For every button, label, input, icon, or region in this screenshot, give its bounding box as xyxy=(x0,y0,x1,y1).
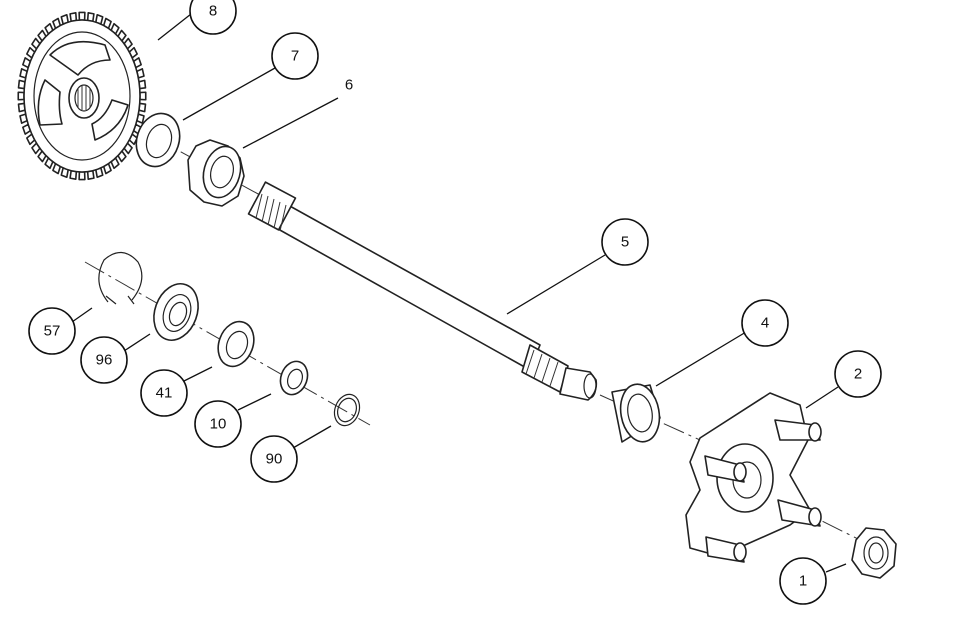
gear-tooth xyxy=(78,11,86,21)
seal-part-96 xyxy=(153,283,199,341)
snap-ring-part-57 xyxy=(98,251,143,305)
callout-label: 8 xyxy=(209,3,217,20)
callout-label: 57 xyxy=(44,323,61,340)
callout-label: 5 xyxy=(621,234,629,251)
leader-lines xyxy=(71,13,847,573)
callout-2: 2 xyxy=(834,350,882,398)
callout-label: 41 xyxy=(156,385,173,402)
callout-41: 41 xyxy=(140,369,188,417)
hub-part-2 xyxy=(685,392,822,563)
shaft-part-5 xyxy=(247,181,598,401)
callout-7: 7 xyxy=(271,32,319,80)
callout-8: 8 xyxy=(189,0,237,35)
callout-57: 57 xyxy=(28,307,76,355)
callout-10: 10 xyxy=(194,400,242,448)
o-ring-part-90 xyxy=(333,393,361,427)
nut-part-1 xyxy=(851,527,897,579)
callout-label: 4 xyxy=(761,315,769,332)
callout-label: 6 xyxy=(345,77,353,94)
gear-tooth xyxy=(17,91,25,101)
callout-90: 90 xyxy=(250,435,298,483)
callout-1: 1 xyxy=(779,557,827,605)
callout-5: 5 xyxy=(601,218,649,266)
washer-part-7 xyxy=(135,112,181,168)
collar-part-6 xyxy=(187,139,245,207)
callout-label: 96 xyxy=(96,352,113,369)
callout-label: 90 xyxy=(266,451,283,468)
bearing-part-41 xyxy=(217,320,255,368)
callout-96: 96 xyxy=(80,336,128,384)
callout-label: 1 xyxy=(799,573,807,590)
callout-label: 2 xyxy=(854,366,862,383)
gear-tooth xyxy=(78,171,86,181)
callout-4: 4 xyxy=(741,299,789,347)
callout-label: 10 xyxy=(210,416,227,433)
bearing-part-4 xyxy=(611,383,661,443)
callout-6: 6 xyxy=(345,77,353,94)
bushing-part-10 xyxy=(279,360,309,396)
callout-label: 7 xyxy=(291,48,299,65)
gear-tooth xyxy=(139,91,147,101)
gear-part-8 xyxy=(17,11,147,181)
